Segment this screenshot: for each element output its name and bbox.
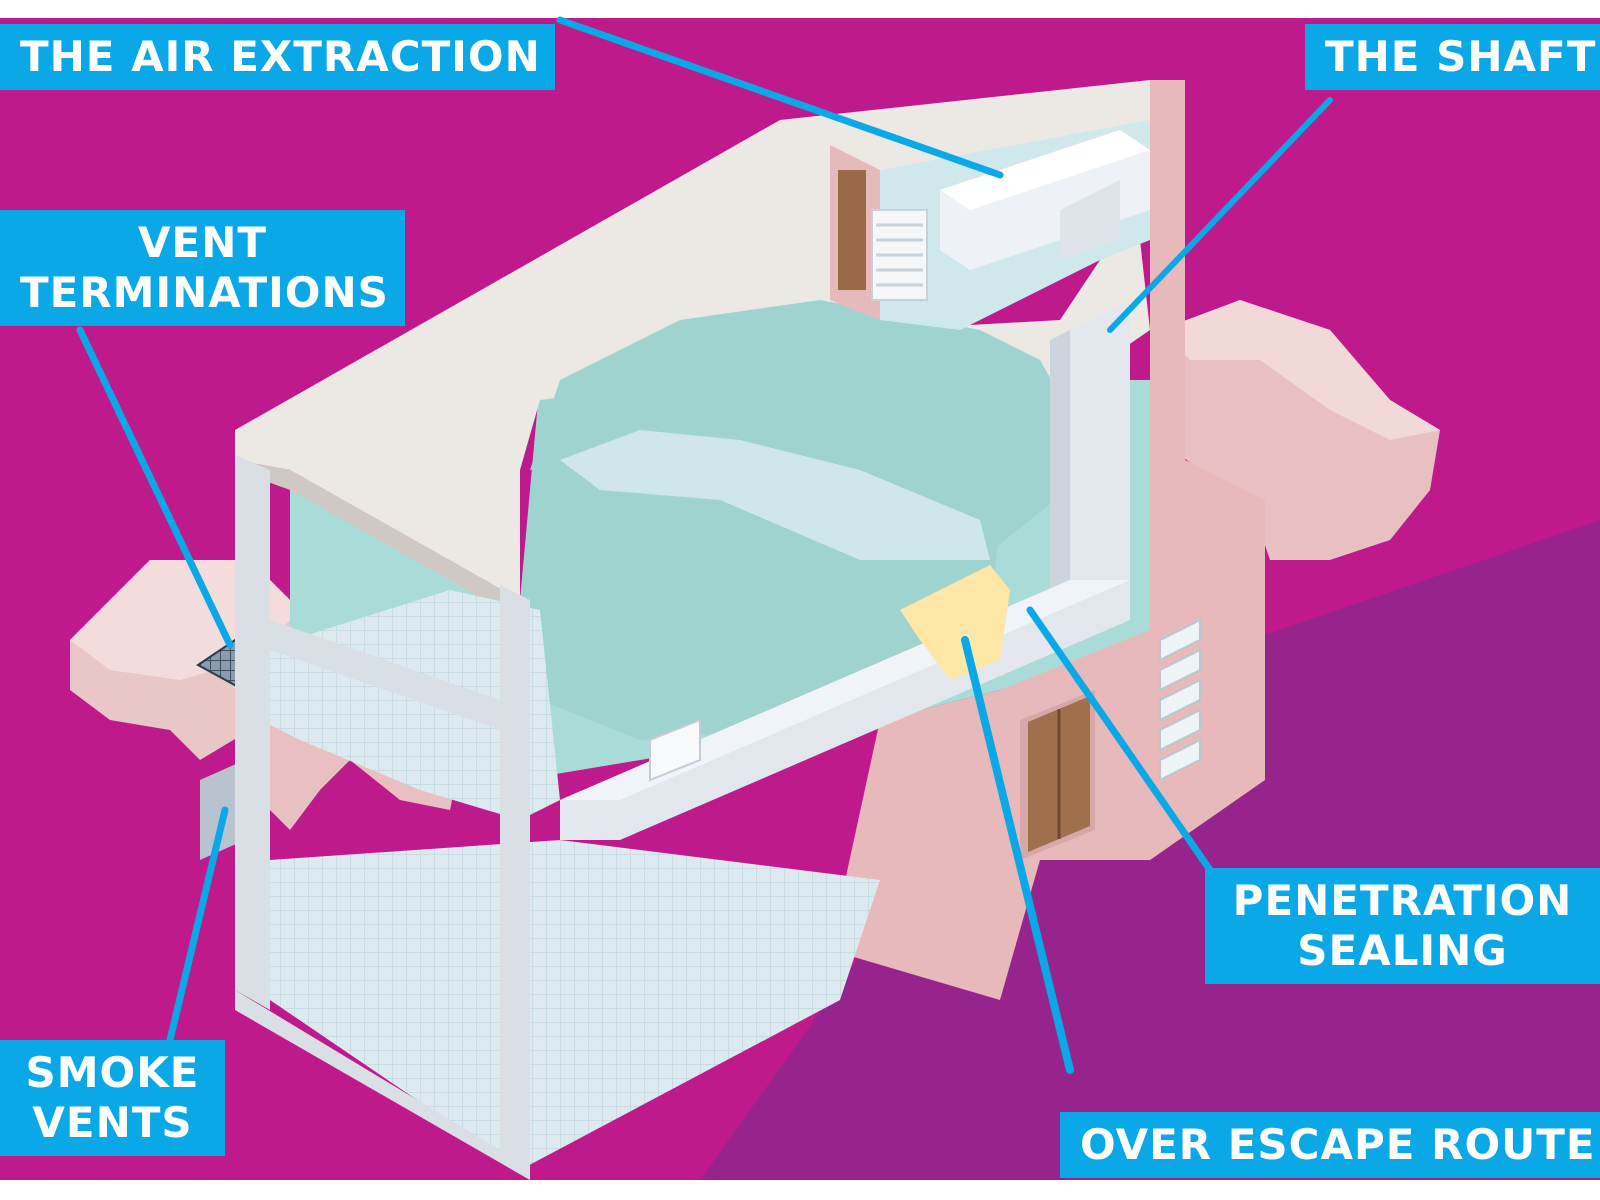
label-the-shaft: THE SHAFT — [1305, 24, 1600, 90]
label-smoke-vents-line2: VENTS — [32, 1098, 193, 1147]
label-air-extraction: THE AIR EXTRACTION — [0, 24, 555, 90]
label-escape-route-text: OVER ESCAPE ROUTE — [1080, 1120, 1596, 1169]
label-escape-route: OVER ESCAPE ROUTE — [1060, 1112, 1600, 1178]
label-penetration-sealing: PENETRATION SEALING — [1205, 868, 1600, 984]
label-vent-terminations-line1: VENT — [138, 218, 267, 267]
label-smoke-vents: SMOKE VENTS — [0, 1040, 225, 1156]
main-pink-wall — [830, 80, 1265, 1000]
plant-room-door — [838, 170, 866, 290]
leader-vent-terminations — [76, 326, 234, 649]
leader-lines — [76, 16, 1333, 1074]
penetration-seal — [900, 565, 1010, 680]
leader-penetration-sealing — [1026, 606, 1214, 874]
label-penetration-sealing-line1: PENETRATION — [1232, 876, 1573, 925]
leader-smoke-vents — [166, 806, 229, 1044]
ground-floor — [270, 840, 880, 1170]
staircase — [1159, 618, 1201, 782]
leader-air-extraction — [556, 16, 1004, 179]
label-penetration-sealing-line2: SEALING — [1297, 926, 1508, 975]
label-vent-terminations-line2: TERMINATIONS — [20, 268, 389, 317]
label-the-shaft-text: THE SHAFT — [1325, 32, 1597, 81]
label-air-extraction-text: THE AIR EXTRACTION — [20, 32, 541, 81]
roof-opening — [530, 300, 1080, 560]
vertical-shaft — [1070, 300, 1130, 610]
label-smoke-vents-line1: SMOKE — [25, 1048, 200, 1097]
right-slab-fragment — [1160, 300, 1440, 560]
label-vent-terminations: VENT TERMINATIONS — [0, 210, 405, 326]
leader-escape-route — [961, 636, 1074, 1074]
structural-frame — [235, 455, 530, 1180]
duct-grille — [649, 718, 701, 782]
leader-shaft — [1107, 97, 1333, 333]
